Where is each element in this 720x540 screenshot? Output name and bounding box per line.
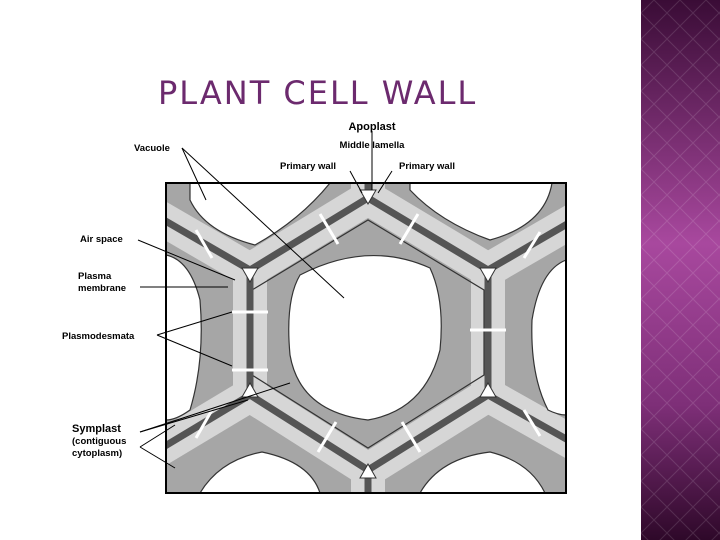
label-primary-wall-right: Primary wall — [399, 161, 455, 172]
plasmodesmata-channels — [194, 213, 542, 453]
diagram-frame — [165, 182, 567, 494]
label-symplast: Symplast — [72, 423, 121, 435]
cell-wall-diagram: Apoplast Middle lamella Primary wall Pri… — [62, 121, 567, 494]
leader-lines — [137, 131, 393, 469]
label-apoplast: Apoplast — [348, 121, 395, 133]
air-spaces — [241, 189, 497, 479]
label-contiguous: (contiguous — [72, 436, 126, 447]
vacuoles — [166, 183, 566, 493]
label-air-space: Air space — [80, 234, 123, 245]
label-middle-lamella: Middle lamella — [340, 140, 406, 151]
decorative-sidebar — [641, 0, 720, 540]
label-membrane: membrane — [78, 283, 126, 294]
slide-title: PLANT CELL WALL — [158, 74, 478, 112]
label-plasma: Plasma — [78, 271, 112, 282]
label-primary-wall-left: Primary wall — [280, 161, 336, 172]
label-plasmodesmata: Plasmodesmata — [62, 331, 135, 342]
label-cytoplasm: cytoplasm) — [72, 448, 122, 459]
label-vacuole: Vacuole — [134, 143, 170, 154]
